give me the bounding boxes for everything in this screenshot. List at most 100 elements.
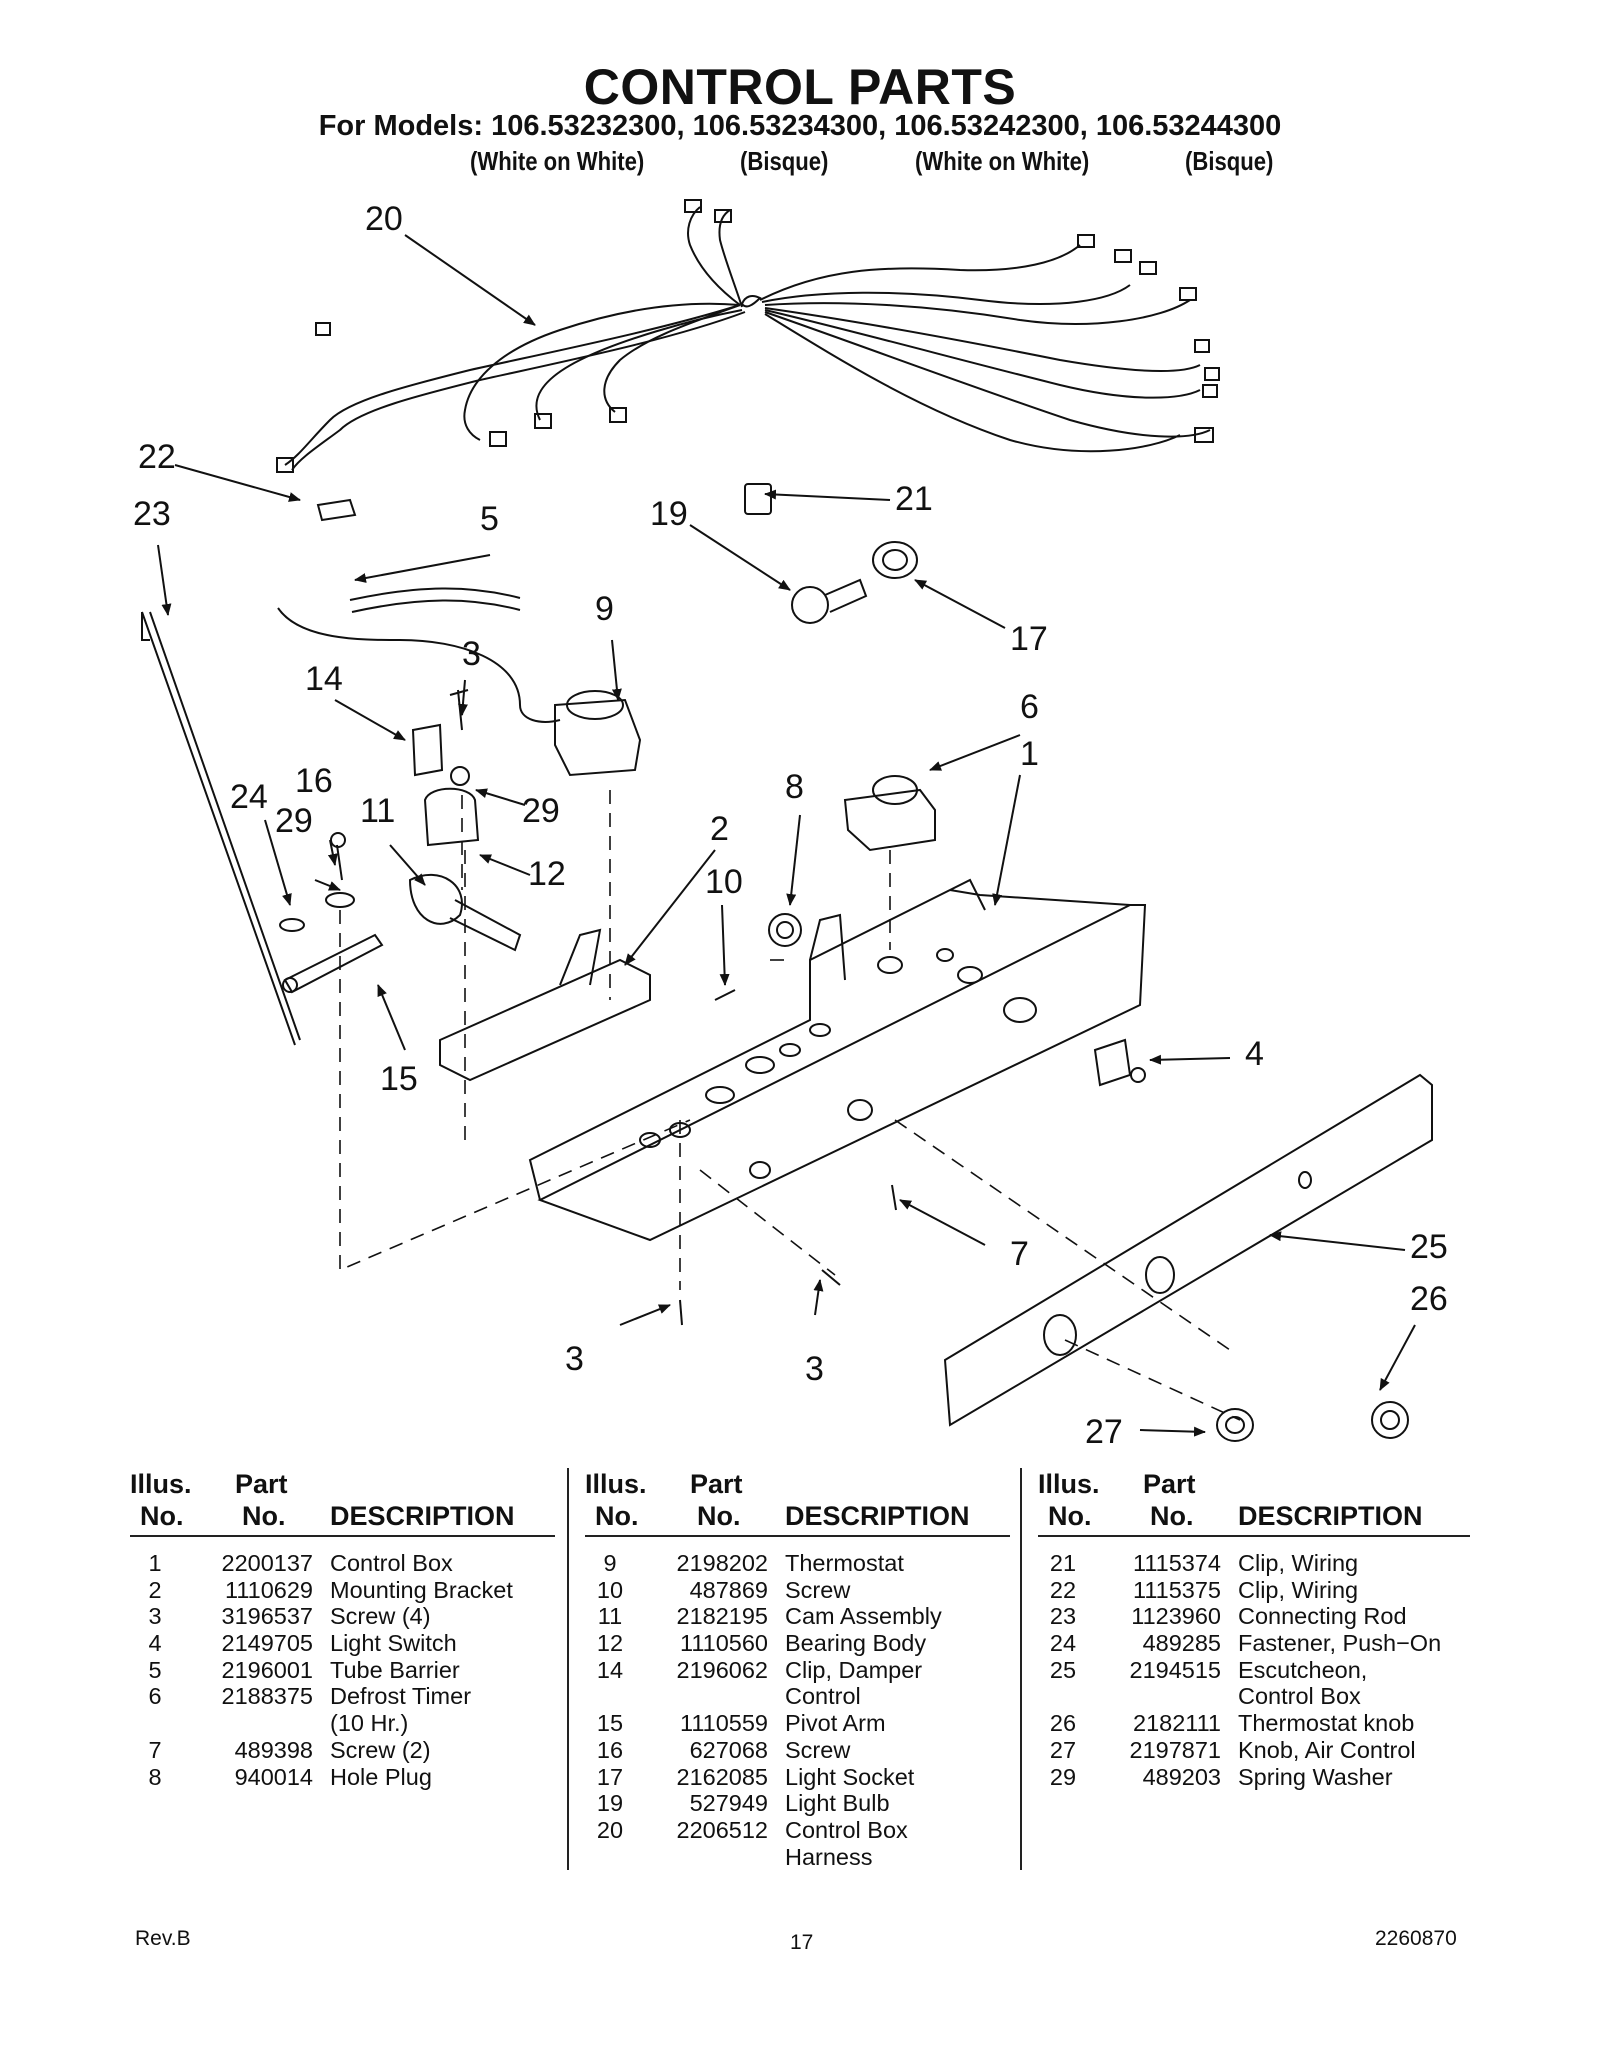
illus-number: 9 xyxy=(603,1550,617,1576)
illus-number: 22 xyxy=(1049,1576,1077,1603)
part-number: 3196537 xyxy=(221,1603,314,1630)
part-number: 2162085 xyxy=(676,1763,769,1790)
part-description: Clip, Damper xyxy=(785,1656,923,1683)
header-description: DESCRIPTION xyxy=(330,1501,515,1531)
callout-label: 25 xyxy=(1410,1228,1448,1266)
callout-label: 21 xyxy=(895,480,933,518)
illus-number: 1 xyxy=(148,1550,162,1576)
callout-label: 4 xyxy=(1245,1035,1264,1073)
part-number: 1123960 xyxy=(1131,1603,1221,1630)
illus-number: 27 xyxy=(1049,1736,1077,1763)
callout-label: 8 xyxy=(785,768,804,806)
part-number: 2182195 xyxy=(676,1603,769,1630)
illus-number: 25 xyxy=(1049,1656,1077,1683)
variant-label: (Bisque) xyxy=(1185,146,1274,176)
part-description: Bearing Body xyxy=(785,1630,927,1657)
part-number: 2182111 xyxy=(1133,1710,1221,1737)
revision-label: Rev.B xyxy=(135,1927,191,1950)
illus-number: 10 xyxy=(596,1576,624,1603)
part-description: Screw (2) xyxy=(330,1736,431,1763)
part-number: 2197871 xyxy=(1129,1736,1222,1763)
part-number: 2149705 xyxy=(221,1630,314,1657)
part-description: Screw (4) xyxy=(330,1603,431,1630)
page-title: CONTROL PARTS xyxy=(583,59,1017,115)
illus-number: 16 xyxy=(596,1736,624,1763)
header-part: Part xyxy=(235,1469,288,1499)
column-divider xyxy=(1020,1468,1022,1870)
header-part-no: No. xyxy=(697,1501,741,1531)
header-illus-no: No. xyxy=(595,1501,639,1531)
part-number: 1110560 xyxy=(680,1630,768,1657)
part-description: Escutcheon, xyxy=(1238,1656,1368,1683)
part-description: Pivot Arm xyxy=(785,1710,886,1737)
part-description: Tube Barrier xyxy=(330,1656,460,1683)
part-number: 2196062 xyxy=(676,1656,769,1683)
part-description: Light Bulb xyxy=(785,1790,890,1817)
header-illus: Illus. xyxy=(1038,1469,1100,1499)
callout-label: 3 xyxy=(565,1340,584,1378)
part-description: Thermostat xyxy=(785,1550,904,1576)
part-description: Clip, Wiring xyxy=(1238,1550,1359,1576)
callout-label: 29 xyxy=(275,802,313,840)
part-description: Mounting Bracket xyxy=(330,1576,513,1603)
part-description: Control Box xyxy=(330,1550,453,1576)
illus-number: 12 xyxy=(596,1630,624,1657)
part-description: Spring Washer xyxy=(1238,1763,1393,1790)
callout-label: 29 xyxy=(522,792,560,830)
illus-number: 2 xyxy=(148,1576,162,1603)
callout-label: 14 xyxy=(305,660,343,698)
part-number: 489203 xyxy=(1142,1763,1221,1790)
illus-number: 7 xyxy=(148,1736,162,1763)
document-number: 2260870 xyxy=(1375,1927,1457,1950)
part-description: Light Socket xyxy=(785,1763,915,1790)
illus-number: 5 xyxy=(148,1656,162,1683)
part-description: Control Box xyxy=(1238,1683,1361,1710)
part-number: 2206512 xyxy=(676,1816,769,1843)
header-rule xyxy=(585,1535,1010,1537)
illus-number: 20 xyxy=(596,1816,624,1843)
part-number: 1115375 xyxy=(1133,1576,1221,1603)
part-number: 1115374 xyxy=(1133,1550,1221,1576)
part-number: 2194515 xyxy=(1129,1656,1222,1683)
part-number: 2200137 xyxy=(221,1550,314,1576)
callout-label: 10 xyxy=(705,863,743,901)
header-illus-no: No. xyxy=(140,1501,184,1531)
illus-number: 14 xyxy=(596,1656,624,1683)
models-line: For Models: 106.53232300, 106.53234300, … xyxy=(318,110,1282,142)
part-description: Thermostat knob xyxy=(1238,1710,1415,1737)
illus-number: 26 xyxy=(1049,1710,1077,1737)
illus-number: 21 xyxy=(1049,1550,1077,1576)
callout-label: 23 xyxy=(133,495,171,533)
variant-label: (White on White) xyxy=(470,146,645,176)
part-description: Screw xyxy=(785,1736,851,1763)
part-number: 2188375 xyxy=(221,1683,314,1710)
illus-number: 23 xyxy=(1049,1603,1077,1630)
header-illus-no: No. xyxy=(1048,1501,1092,1531)
part-description: Cam Assembly xyxy=(785,1603,942,1630)
part-number: 527949 xyxy=(689,1790,768,1817)
illus-number: 29 xyxy=(1049,1763,1077,1790)
illus-number: 11 xyxy=(597,1603,623,1630)
callout-label: 26 xyxy=(1410,1280,1448,1318)
callout-label: 6 xyxy=(1020,688,1039,726)
part-number: 487869 xyxy=(689,1576,768,1603)
illus-number: 3 xyxy=(148,1603,162,1630)
part-description: Defrost Timer xyxy=(330,1683,472,1710)
header-part-no: No. xyxy=(242,1501,286,1531)
part-description: Harness xyxy=(785,1843,873,1870)
part-number: 1110559 xyxy=(680,1710,768,1737)
callout-label: 7 xyxy=(1010,1235,1029,1273)
callout-label: 1 xyxy=(1020,735,1039,773)
header-part: Part xyxy=(1143,1469,1196,1499)
callout-label: 24 xyxy=(230,778,268,816)
part-number: 489398 xyxy=(234,1736,313,1763)
callout-label: 9 xyxy=(595,590,614,628)
part-description: Control xyxy=(785,1683,861,1710)
callout-label: 19 xyxy=(650,495,688,533)
callout-label: 12 xyxy=(528,855,566,893)
callout-label: 22 xyxy=(138,438,176,476)
callout-label: 5 xyxy=(480,500,499,538)
callout-label: 16 xyxy=(295,762,333,800)
callout-label: 15 xyxy=(380,1060,418,1098)
part-description: Control Box xyxy=(785,1816,908,1843)
